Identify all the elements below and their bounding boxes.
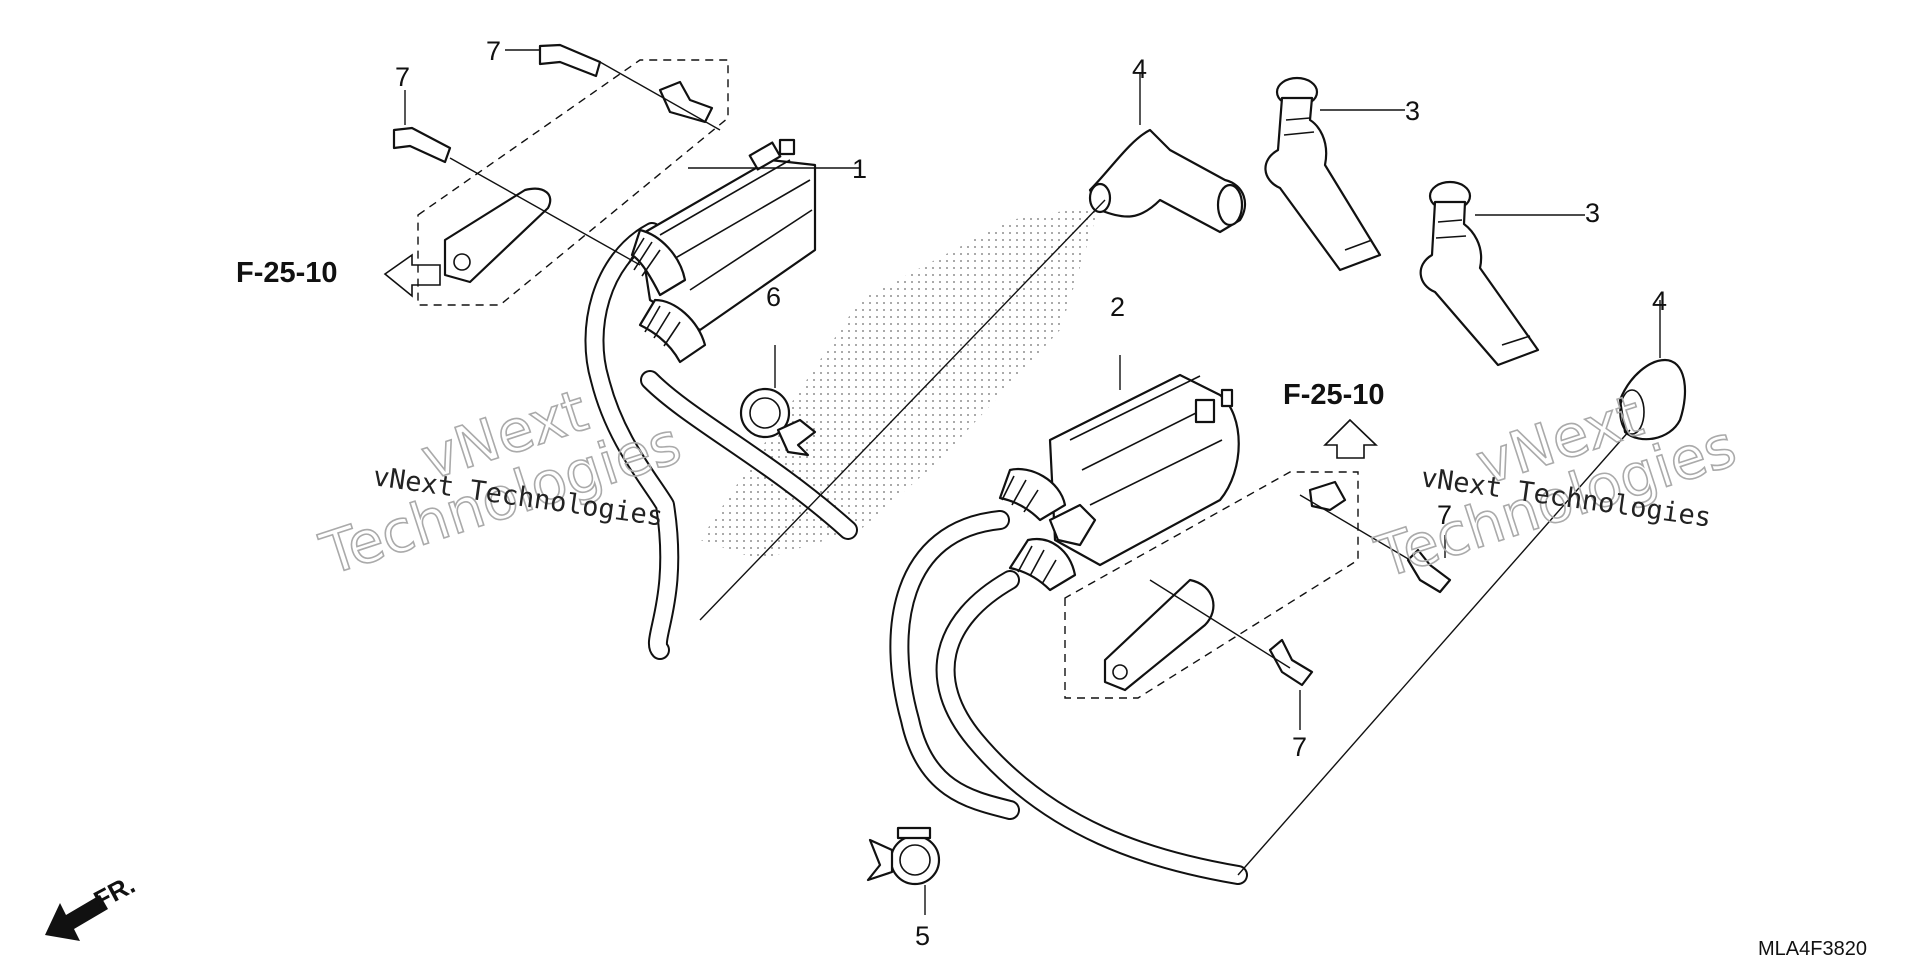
ignition-coil-2: [889, 373, 1347, 885]
ref-label-right: F-25-10: [1283, 379, 1385, 411]
callout-7d: 7: [1292, 732, 1307, 762]
bolt-7a: [538, 43, 602, 78]
callout-4b: 4: [1652, 286, 1667, 316]
callout-6: 6: [766, 282, 781, 312]
plug-cap-3a: [1264, 76, 1382, 272]
hose-clamp-6: [739, 387, 817, 457]
callout-7a: 7: [486, 36, 501, 66]
assembly-box-left: [417, 59, 729, 306]
callout-7c: 7: [1437, 500, 1452, 530]
cap-boot-4a: [1088, 128, 1247, 234]
callout-5: 5: [915, 921, 930, 951]
ref-arrow-left: [383, 253, 441, 298]
bolt-7c: [1406, 548, 1452, 594]
ignition-coil-1: [443, 80, 858, 660]
hose-clamp-5: [866, 826, 941, 886]
bolt-7d: [1268, 638, 1314, 687]
diagram-code: MLA4F3820: [1758, 938, 1867, 960]
callout-2: 2: [1110, 292, 1125, 322]
callout-3a: 3: [1405, 96, 1420, 126]
shading-area: [700, 205, 1100, 560]
assembly-box-right: [1064, 471, 1359, 699]
bolt-7b: [392, 126, 452, 164]
callout-4a: 4: [1132, 54, 1147, 84]
callout-7b: 7: [395, 62, 410, 92]
front-arrow: [45, 895, 108, 941]
ref-arrow-up: [1323, 418, 1378, 459]
ref-label-left: F-25-10: [236, 257, 338, 289]
cap-boot-4b: [1618, 358, 1687, 441]
callout-1: 1: [852, 154, 867, 184]
callout-3b: 3: [1585, 198, 1600, 228]
plug-cap-3b: [1419, 180, 1540, 367]
